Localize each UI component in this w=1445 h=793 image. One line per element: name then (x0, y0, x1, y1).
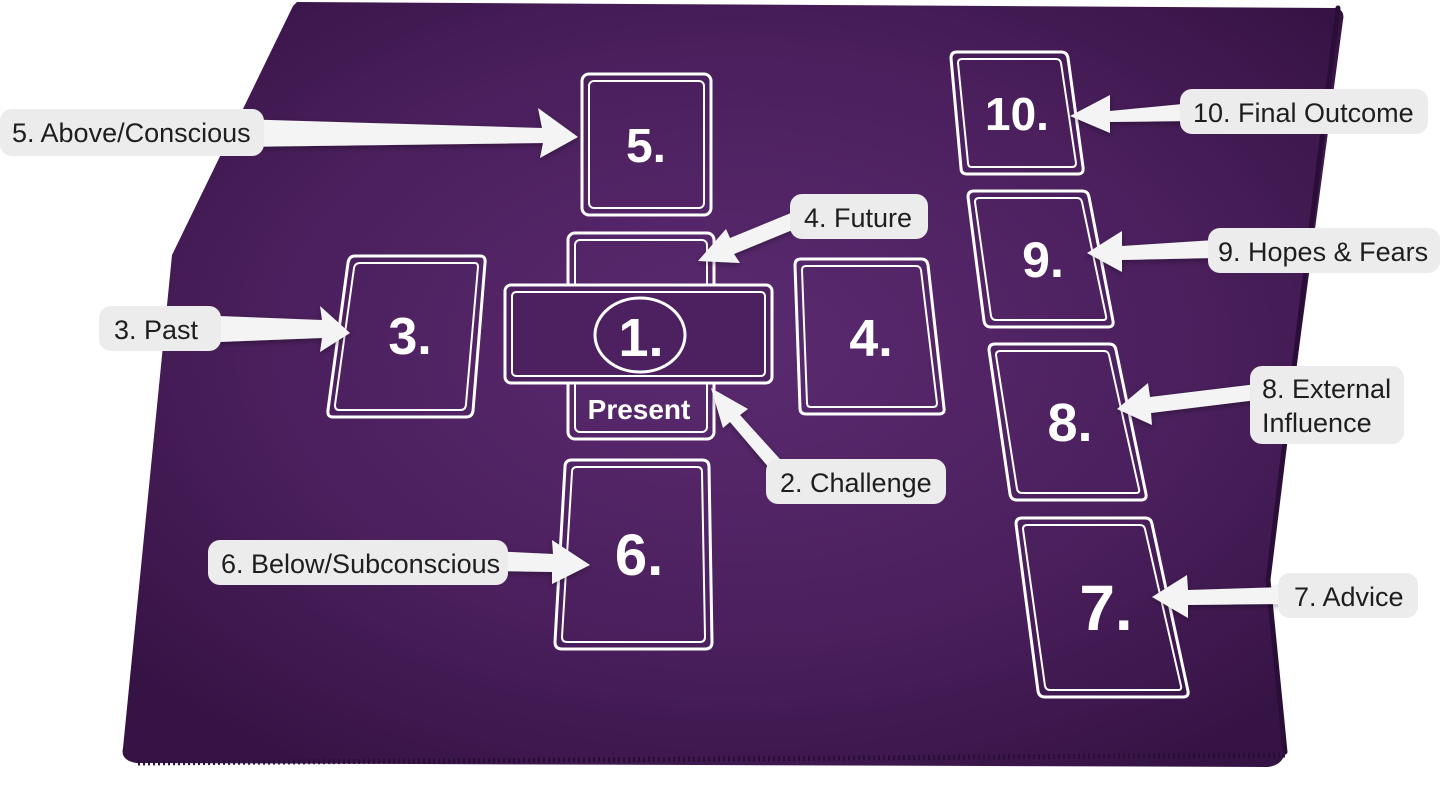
label-future: 4. Future (790, 194, 928, 239)
label-final: 10. Final Outcome (1180, 89, 1428, 134)
card-8-number: 8. (1047, 393, 1092, 453)
label-challenge: 2. Challenge (766, 459, 946, 504)
cloth-fringe-right (1265, 5, 1341, 755)
arrow-future (698, 206, 812, 263)
svg-text:10. Final Outcome: 10. Final Outcome (1193, 98, 1414, 128)
present-label: Present (588, 394, 691, 425)
card-10-number: 10. (985, 88, 1049, 140)
label-advice: 7. Advice (1278, 573, 1418, 618)
arrow-external (1117, 383, 1257, 425)
arrow-past (193, 306, 350, 352)
card-3-number: 3. (388, 308, 431, 366)
card-9: 9. (966, 189, 1115, 329)
label-external: 8. External Influence (1250, 366, 1404, 444)
card-7: 7. (1014, 516, 1190, 699)
arrow-final (1070, 95, 1193, 133)
card-6: 6. (553, 458, 714, 651)
svg-text:3. Past: 3. Past (114, 315, 199, 345)
card-7-number: 7. (1079, 572, 1132, 644)
arrow-challenge (711, 388, 788, 476)
label-hopes: 9. Hopes & Fears (1208, 228, 1440, 273)
card-1-number: 1. (618, 308, 663, 368)
label-above: 5. Above/Conscious (0, 109, 264, 156)
svg-text:7. Advice: 7. Advice (1294, 582, 1404, 612)
svg-text:6. Below/Subconscious: 6. Below/Subconscious (221, 549, 500, 579)
arrow-below (490, 540, 590, 584)
arrow-advice (1152, 575, 1283, 618)
card-4: 4. (793, 257, 946, 416)
svg-text:8. External: 8. External (1262, 374, 1391, 404)
svg-text:5. Above/Conscious: 5. Above/Conscious (12, 118, 251, 148)
card-4-number: 4. (849, 310, 892, 368)
svg-text:4. Future: 4. Future (804, 203, 912, 233)
card-6-number: 6. (615, 523, 663, 588)
svg-text:9. Hopes & Fears: 9. Hopes & Fears (1218, 237, 1428, 267)
card-1: 1. (503, 283, 774, 385)
card-5-number: 5. (626, 120, 666, 173)
label-below: 6. Below/Subconscious (208, 540, 508, 585)
svg-text:2. Challenge: 2. Challenge (780, 468, 932, 498)
card-8: 8. (987, 342, 1148, 502)
card-5: 5. (580, 72, 713, 217)
card-3: 3. (326, 254, 487, 419)
cloth-fringe-bottom (135, 752, 1286, 766)
label-past: 3. Past (99, 306, 221, 351)
arrow-above (235, 108, 578, 158)
svg-text:Influence: Influence (1262, 408, 1372, 438)
card-1-circle (593, 296, 687, 374)
card-10: 10. (949, 50, 1085, 176)
arrow-hopes (1087, 231, 1215, 272)
card-9-number: 9. (1022, 232, 1064, 288)
